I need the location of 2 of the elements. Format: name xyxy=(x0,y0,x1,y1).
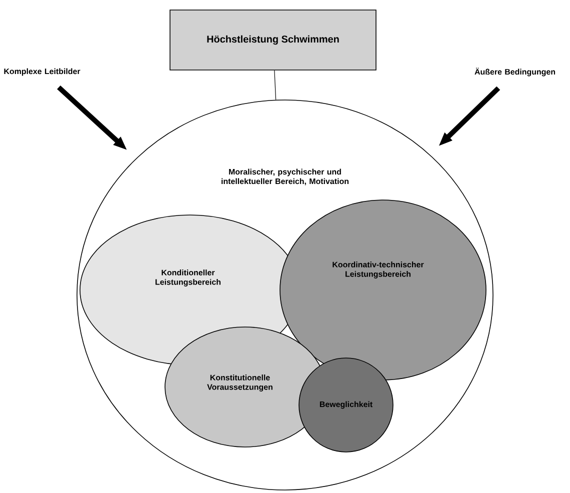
title-box: Höchstleistung Schwimmen xyxy=(170,10,376,70)
connector-line xyxy=(274,70,276,100)
